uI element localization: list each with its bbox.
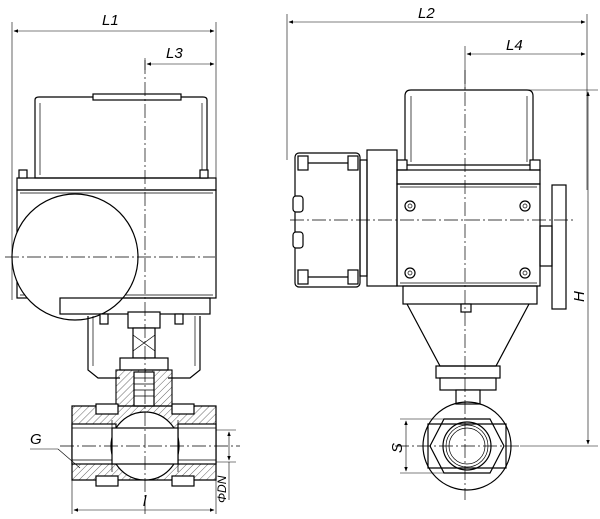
dimension-l: l (71, 480, 217, 514)
dimension-DN: ΦDN (215, 429, 236, 503)
dimension-H: H (520, 89, 598, 447)
bolt-heads (404, 200, 531, 279)
label-l: l (143, 493, 147, 510)
dimension-L2: L2 (286, 5, 588, 190)
dimension-L4: L4 (464, 37, 586, 90)
label-S: S (389, 443, 406, 453)
label-H: H (571, 291, 588, 302)
label-G: G (30, 431, 42, 448)
front-view: L1 L3 (5, 12, 240, 515)
dimension-L3: L3 (144, 45, 215, 70)
side-view: L2 L4 H (286, 5, 598, 500)
label-L1: L1 (102, 12, 119, 29)
label-L4: L4 (506, 37, 523, 54)
label-L3: L3 (166, 45, 183, 62)
dimension-S: S (389, 418, 444, 474)
label-DN: ΦDN (215, 475, 229, 503)
label-L2: L2 (418, 5, 435, 22)
callout-G: G (30, 431, 81, 469)
